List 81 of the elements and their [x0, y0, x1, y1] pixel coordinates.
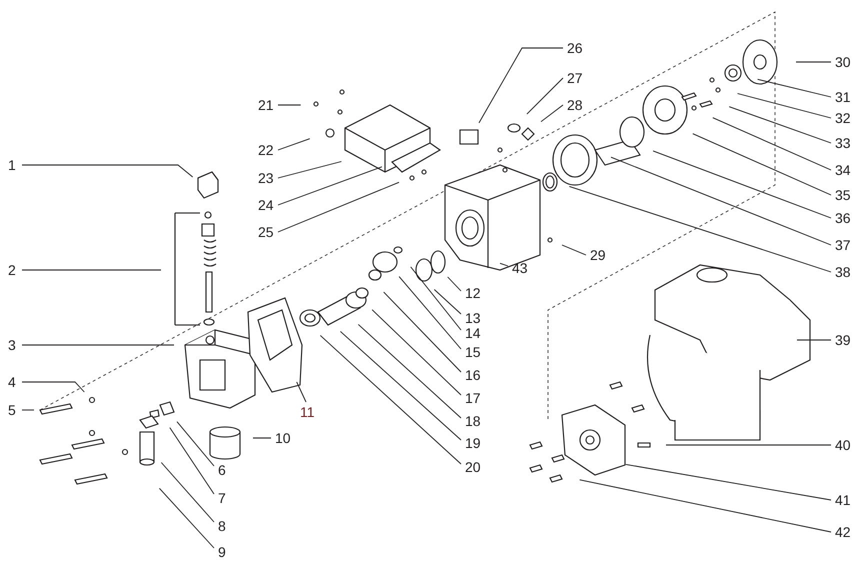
callout-number: 16 [465, 367, 481, 383]
callout-number: 11 [300, 404, 315, 420]
callout-number: 9 [218, 544, 226, 560]
callout-number: 17 [465, 390, 481, 406]
leader-line [737, 93, 832, 118]
callout-number: 34 [835, 162, 851, 178]
callout-number: 41 [835, 492, 851, 508]
leader-line [579, 479, 832, 532]
callout-number: 12 [465, 285, 481, 301]
leader-line [666, 444, 832, 446]
callout-number: 35 [835, 187, 851, 203]
callout-number: 7 [218, 490, 226, 506]
callout-number: 5 [8, 402, 16, 418]
leader-line [22, 344, 174, 346]
callout-number: 30 [835, 54, 851, 70]
leader-line [169, 427, 214, 494]
callout-number: 2 [8, 262, 16, 278]
leader-line [383, 292, 462, 372]
callout-number: 38 [835, 264, 851, 280]
callout-number: 24 [258, 197, 274, 213]
leader-line [278, 138, 310, 150]
leader-line [610, 156, 832, 246]
leader-line [278, 161, 342, 178]
callout-number: 36 [835, 210, 851, 226]
leader-line [478, 48, 564, 124]
leader-line [692, 133, 832, 196]
leader-line [372, 309, 462, 396]
leader-line [22, 382, 85, 392]
leader-line [757, 78, 832, 98]
leader-line [568, 186, 832, 272]
callout-number: 37 [835, 237, 851, 253]
leader-line [320, 334, 462, 464]
callout-number: 10 [275, 430, 291, 446]
leader-line [176, 421, 214, 466]
callout-number: 1 [8, 157, 16, 173]
callout-number: 3 [8, 337, 16, 353]
callout-number: 23 [258, 170, 274, 186]
callout-number: 21 [258, 97, 274, 113]
callout-number: 4 [8, 374, 16, 390]
leader-line [358, 324, 462, 418]
leader-line [160, 462, 214, 522]
leader-line [410, 266, 462, 330]
leader-line [22, 164, 194, 178]
leader-line [447, 276, 462, 292]
callout-number: 39 [835, 332, 851, 348]
leader-line [500, 262, 508, 266]
leader-line [296, 382, 306, 402]
leader-line [652, 150, 832, 218]
callout-number: 20 [465, 459, 481, 475]
leader-line [540, 104, 564, 122]
callout-number: 15 [465, 344, 481, 360]
callout-number: 28 [567, 97, 583, 113]
callout-number: 29 [590, 247, 606, 263]
callout-number: 26 [567, 40, 583, 56]
leader-line [278, 182, 400, 232]
leader-line [278, 166, 382, 206]
leader-line [712, 117, 832, 170]
callout-number: 32 [835, 110, 851, 126]
leader-line [398, 276, 462, 350]
leader-line [526, 78, 564, 115]
leader-line [340, 330, 462, 440]
leader-line [625, 464, 832, 500]
callout-number: 13 [465, 310, 481, 326]
leader-line [562, 244, 586, 256]
callout-number: 22 [258, 142, 274, 158]
callout-number: 27 [567, 70, 583, 86]
callout-number: 18 [465, 413, 481, 429]
callout-number: 8 [218, 518, 226, 534]
callout-number: 14 [465, 325, 481, 341]
leader-line [434, 289, 462, 314]
callout-number: 31 [835, 89, 851, 105]
leader-line [158, 488, 214, 548]
callout-number: 25 [258, 224, 274, 240]
leader-line [728, 106, 832, 144]
callout-number: 33 [835, 135, 851, 151]
callout-number: 40 [835, 437, 851, 453]
callout-number: 42 [835, 524, 851, 540]
callout-number: 6 [218, 462, 226, 478]
callout-number: 43 [512, 260, 528, 276]
leader-line [278, 104, 302, 106]
callout-number: 19 [465, 435, 481, 451]
